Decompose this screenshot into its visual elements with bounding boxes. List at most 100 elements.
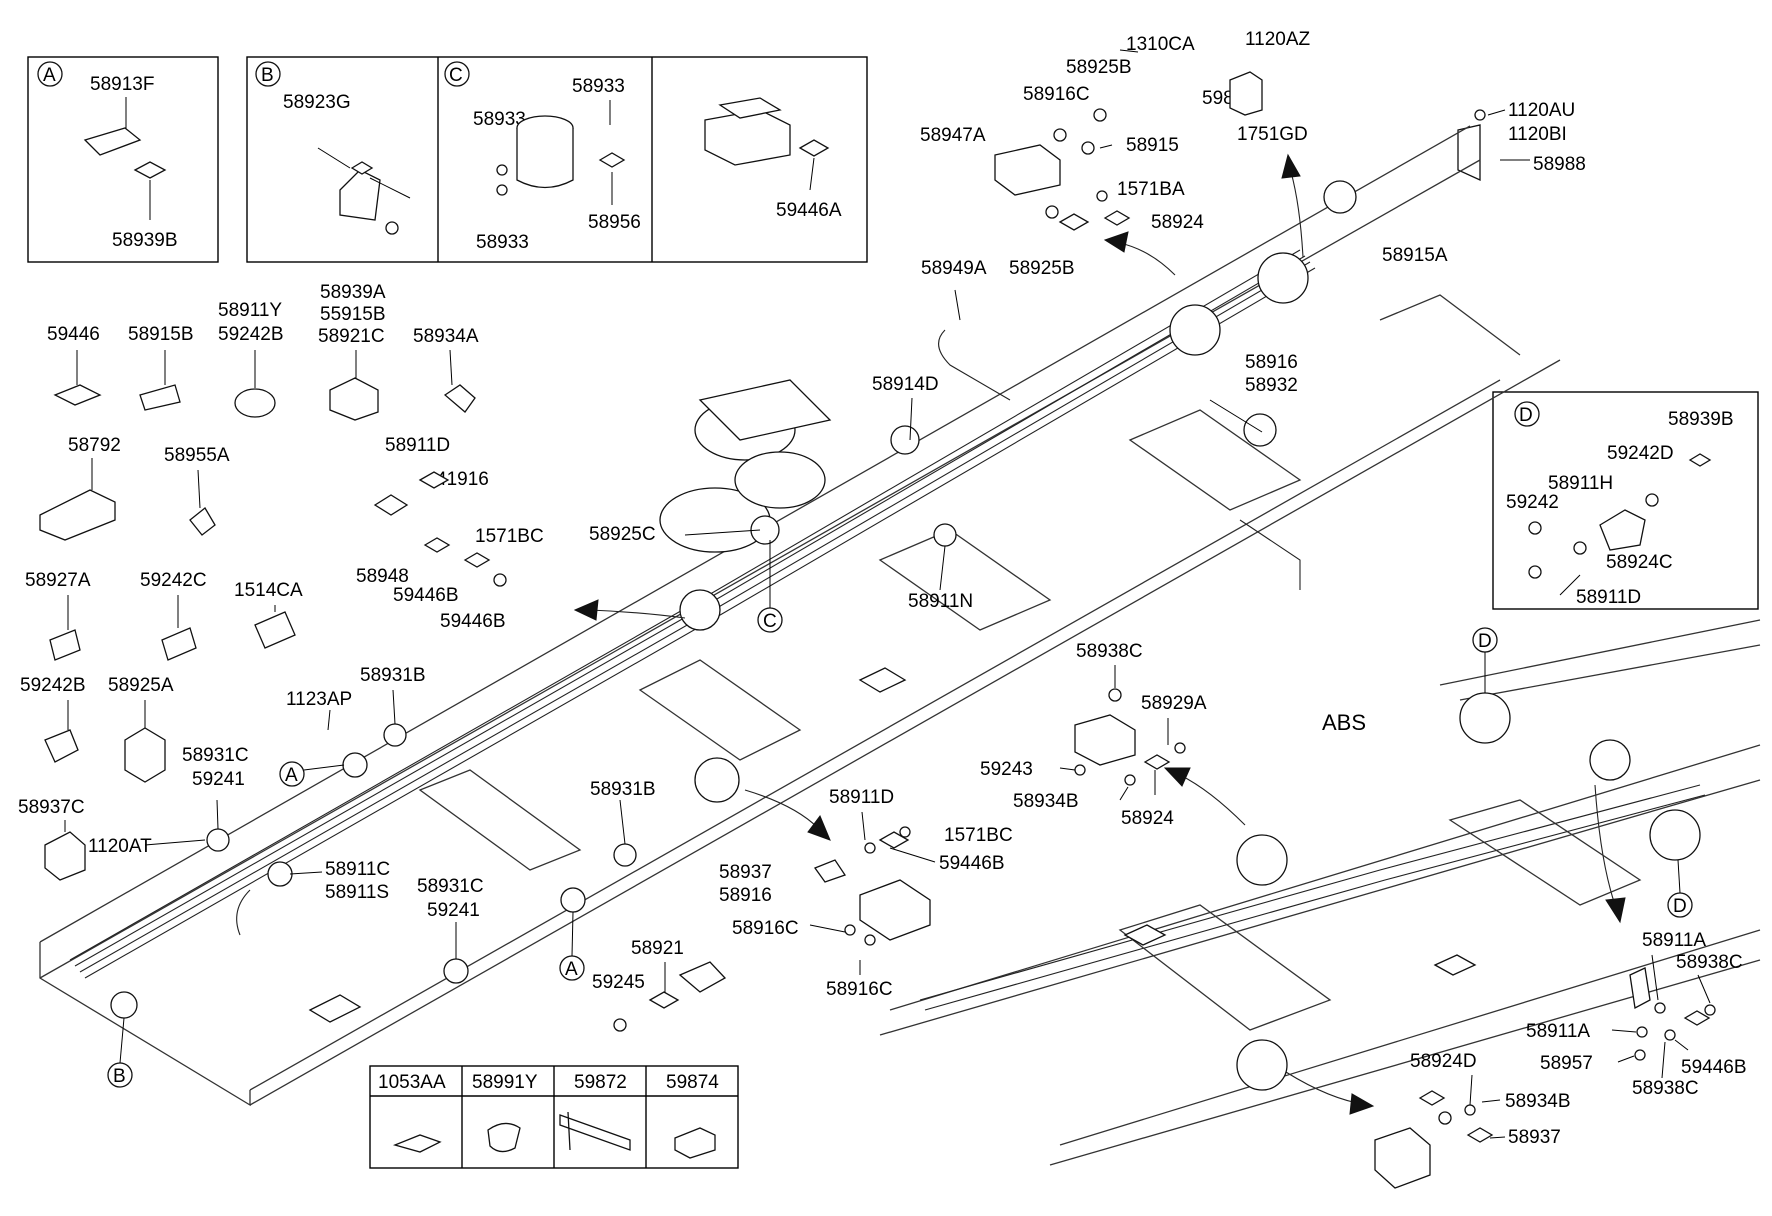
label-1120AT: 1120AT <box>88 836 152 857</box>
label-58929A: 58929A <box>1141 693 1207 714</box>
table-header-1053AA: 1053AA <box>378 1072 446 1093</box>
label-58931C-2: 58931C <box>417 876 484 897</box>
label-59446B-2: 59446B <box>440 611 506 632</box>
label-58931B: 58931B <box>360 665 426 686</box>
label-59242B-2: 59242B <box>20 675 86 696</box>
inset-c: C 58933 58933 58933 58956 <box>444 61 641 253</box>
parts-table: 1053AA 58991Y 59872 59874 <box>369 1065 739 1169</box>
label-58938C: 58938C <box>1076 641 1143 662</box>
loose-parts: 59446 58915B 58911Y 59242B 58939A 55915B… <box>18 282 544 881</box>
bracket-59874-drawing <box>674 1127 716 1159</box>
label-1123AP: 1123AP <box>286 689 352 710</box>
label-41916: 41916 <box>436 469 489 490</box>
clip-1053AA-drawing <box>392 1134 442 1153</box>
label-58911S: 58911S <box>325 882 389 903</box>
label-58915A: 58915A <box>1382 245 1448 266</box>
label-58916-mid: 58916 <box>719 885 772 906</box>
label-59242D: 59242D <box>1607 443 1674 464</box>
label-59241: 59241 <box>192 769 245 790</box>
label-58924C: 58924C <box>1606 552 1673 573</box>
label-1571BA: 1571BA <box>1117 179 1185 200</box>
label-a-mark-2: A <box>565 959 578 980</box>
label-1120AZ: 1120AZ <box>1245 29 1311 50</box>
label-58955A: 58955A <box>164 445 230 466</box>
label-58924-abs: 58924 <box>1121 808 1174 829</box>
label-58937: 58937 <box>719 862 772 883</box>
label-58923G: 58923G <box>283 92 351 113</box>
label-58916C-mid-1: 58916C <box>732 918 799 939</box>
label-58792: 58792 <box>68 435 121 456</box>
chassis-right: ABS D D <box>879 619 1761 1166</box>
label-1571BC: 1571BC <box>475 526 544 547</box>
label-58916C: 58916C <box>1023 84 1090 105</box>
label-58925C: 58925C <box>589 524 656 545</box>
right-bottom-cluster: 58911A 58938C 58911A 58957 59446B 58938C… <box>1374 930 1747 1189</box>
label-d-mark-1: D <box>1478 631 1492 652</box>
label-58921: 58921 <box>631 938 684 959</box>
label-58924: 58924 <box>1151 212 1204 233</box>
label-58911D-mid: 58911D <box>829 787 894 808</box>
label-58915: 58915 <box>1126 135 1179 156</box>
label-58956: 58956 <box>588 212 641 233</box>
label-58939B: 58939B <box>112 230 178 251</box>
label-58933-top: 58933 <box>572 76 625 97</box>
chassis-left: 58914D 58916 58932 58925C C 58911N 1123A… <box>39 125 1561 1107</box>
label-58914D: 58914D <box>872 374 939 395</box>
label-58938C-1: 58938C <box>1676 952 1743 973</box>
abs-label: ABS <box>1322 710 1366 735</box>
label-59242C: 59242C <box>140 570 207 591</box>
middle-cluster: 58911D 1571BC 59446B 58937 58916 58916C … <box>592 787 1013 1032</box>
label-58934B-r: 58934B <box>1505 1091 1571 1112</box>
label-59446A: 59446A <box>776 200 842 221</box>
label-59446: 59446 <box>47 324 100 345</box>
label-1310CA: 1310CA <box>1126 34 1195 55</box>
label-58933-bottom: 58933 <box>476 232 529 253</box>
label-58988: 58988 <box>1533 154 1586 175</box>
label-59446B-1: 59446B <box>393 585 459 606</box>
label-c-mark: C <box>763 611 777 632</box>
abs-cluster: 58938C 58929A 59243 58934B 58924 <box>980 641 1207 829</box>
label-58915B: 58915B <box>128 324 194 345</box>
inset-d-mark: D <box>1519 405 1533 426</box>
inset-a-mark: A <box>43 65 56 86</box>
label-58949A: 58949A <box>921 258 987 279</box>
label-58937C: 58937C <box>18 797 85 818</box>
label-58957: 58957 <box>1540 1053 1593 1074</box>
label-1120BI: 1120BI <box>1508 124 1567 145</box>
label-a-mark-1: A <box>285 765 298 786</box>
label-58911A-1: 58911A <box>1642 930 1706 951</box>
label-59242B: 59242B <box>218 324 284 345</box>
label-58933-left: 58933 <box>473 109 526 130</box>
table-header-59874: 59874 <box>666 1072 719 1093</box>
label-58911D: 58911D <box>385 435 450 456</box>
label-55915B: 55915B <box>320 304 386 325</box>
inset-b-mark: B <box>261 65 274 86</box>
label-58947A: 58947A <box>920 125 986 146</box>
table-header-58991Y: 58991Y <box>472 1072 538 1093</box>
inset-c-mark: C <box>449 65 463 86</box>
label-58934B: 58934B <box>1013 791 1079 812</box>
label-1571BC-mid: 1571BC <box>944 825 1013 846</box>
label-58927A: 58927A <box>25 570 91 591</box>
label-58932: 58932 <box>1245 375 1298 396</box>
label-1120AU: 1120AU <box>1508 100 1575 121</box>
label-d-mark-2: D <box>1673 896 1687 917</box>
label-58921C: 58921C <box>318 326 385 347</box>
label-58916: 58916 <box>1245 352 1298 373</box>
label-58939B-d: 58939B <box>1668 409 1734 430</box>
label-b-mark: B <box>113 1066 126 1087</box>
label-58911Y: 58911Y <box>218 300 282 321</box>
label-58931B-2: 58931B <box>590 779 656 800</box>
label-58934A: 58934A <box>413 326 479 347</box>
label-1514CA: 1514CA <box>234 580 303 601</box>
label-59245: 59245 <box>592 972 645 993</box>
label-58911N: 58911N <box>908 591 973 612</box>
label-58911A-2: 58911A <box>1526 1021 1590 1042</box>
top-cluster: 1310CA 1120AZ 58925B 59888 58916C 1751GD… <box>920 29 1586 279</box>
label-58916C-mid-2: 58916C <box>826 979 893 1000</box>
label-58925B: 58925B <box>1066 57 1132 78</box>
label-58931C: 58931C <box>182 745 249 766</box>
inset-b: B 58923G <box>246 56 868 263</box>
